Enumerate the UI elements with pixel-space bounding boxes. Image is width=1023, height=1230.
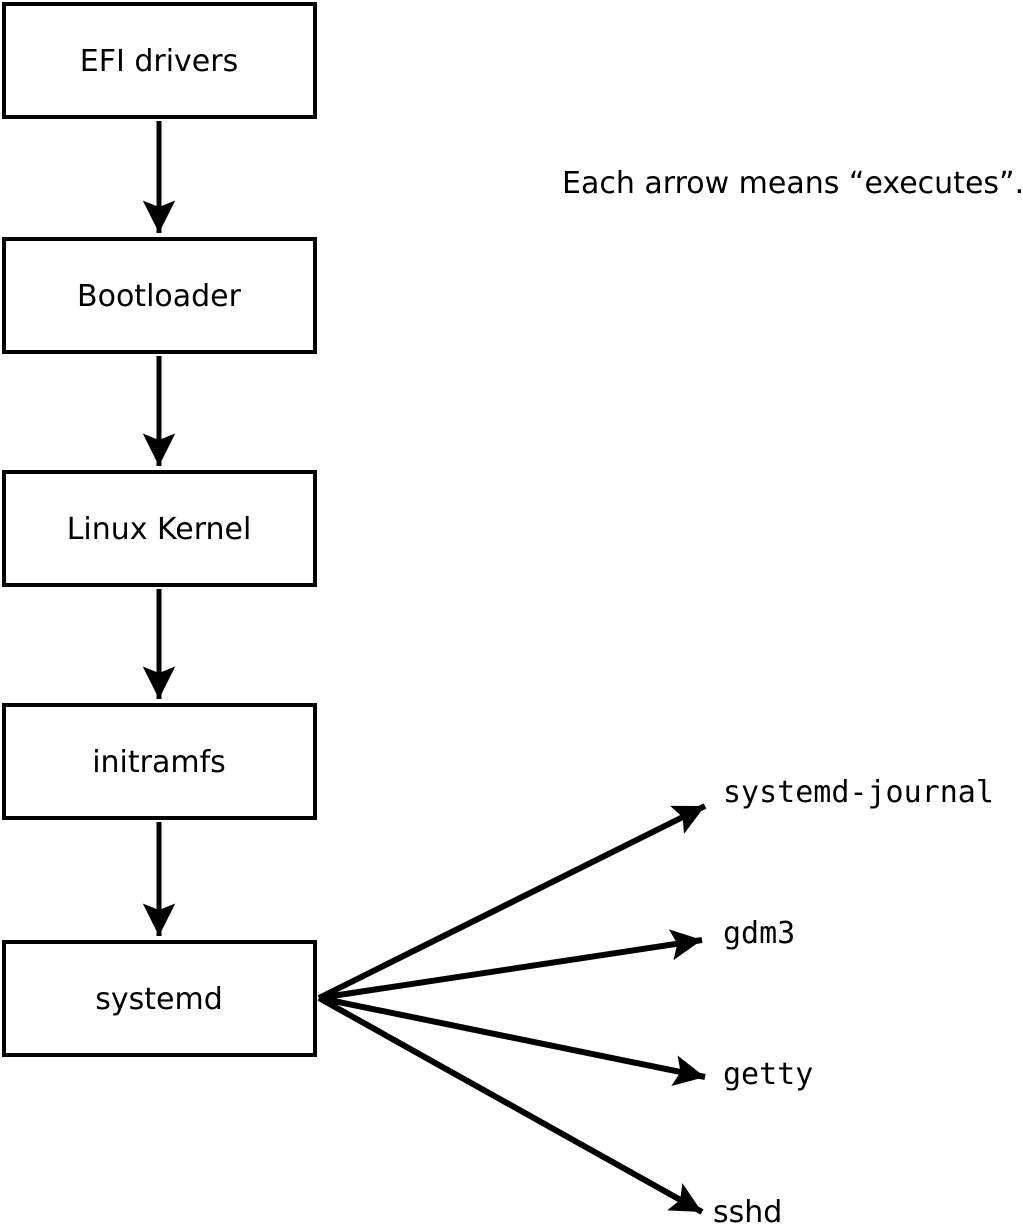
- arrow-systemd-to-gdm3-icon: [318, 929, 703, 1001]
- node-systemd-box: [2, 940, 317, 1057]
- node-systemd: systemd: [2, 940, 317, 1057]
- leaf-getty-label: getty: [723, 1057, 813, 1092]
- arrow-systemd-to-getty-icon: [318, 995, 706, 1087]
- leaf-sshd-label: sshd: [713, 1195, 782, 1230]
- leaf-gdm3-label: gdm3: [723, 916, 795, 951]
- node-linux-kernel: Linux Kernel: [2, 470, 317, 587]
- node-efi-drivers-box: [2, 2, 317, 119]
- node-efi-drivers-label: EFI drivers: [80, 44, 238, 79]
- node-linux-kernel-label: Linux Kernel: [67, 512, 252, 547]
- node-efi-drivers: EFI drivers: [2, 2, 317, 119]
- arrow-systemd-to-journal-icon: [317, 803, 707, 1001]
- arrow-systemd-to-sshd-icon: [317, 995, 704, 1215]
- node-initramfs-box: [2, 703, 317, 820]
- node-initramfs-label: initramfs: [92, 745, 226, 780]
- node-bootloader-label: Bootloader: [77, 279, 242, 314]
- node-initramfs: initramfs: [2, 703, 317, 820]
- caption-arrow-meaning: Each arrow means “executes”.: [562, 166, 1023, 201]
- node-linux-kernel-box: [2, 470, 317, 587]
- node-bootloader-box: [2, 237, 317, 354]
- leaf-systemd-journal-label: systemd-journal: [723, 775, 994, 810]
- node-bootloader: Bootloader: [2, 237, 317, 354]
- node-systemd-label: systemd: [95, 982, 223, 1017]
